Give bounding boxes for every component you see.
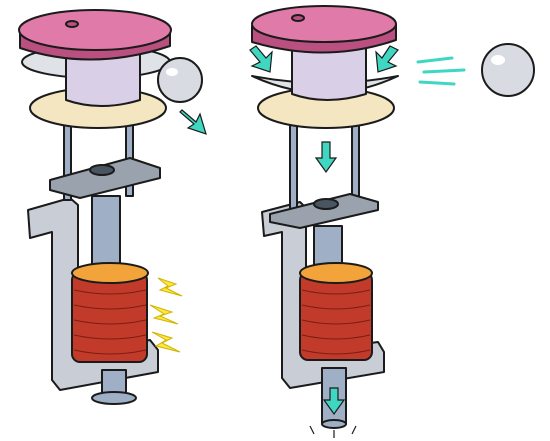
coil-right-top — [299, 262, 373, 284]
yoke-hole-left — [89, 164, 115, 176]
speed-lines-right — [416, 56, 466, 86]
cap-right-screw — [291, 14, 305, 22]
rod-right-a — [289, 117, 298, 211]
drum-left — [65, 47, 141, 107]
plunger-foot-right — [321, 419, 347, 429]
arrow-skirt-down-left — [249, 45, 273, 73]
arrow-ball-approach-left — [179, 109, 207, 135]
arrow-plunger-down — [322, 387, 346, 416]
plunger-upper-left — [91, 195, 121, 267]
bracket-frame-left — [27, 197, 159, 391]
rod-right-b — [351, 113, 360, 205]
arrow-skirt-down-right — [375, 45, 399, 73]
coil-left-windings — [73, 289, 147, 355]
plunger-foot-left — [91, 391, 137, 405]
drum-right — [291, 39, 367, 101]
cap-right-top — [251, 5, 397, 43]
impact-ticks-right — [309, 425, 357, 438]
ball-right — [481, 43, 535, 97]
coil-right — [299, 271, 373, 361]
ball-right-highlight — [491, 55, 505, 65]
motion-arrows-right — [249, 45, 399, 416]
yoke-plate-left — [49, 157, 161, 199]
yoke-plate-right — [269, 193, 379, 229]
electric-sparks-left — [149, 277, 183, 353]
right-panel — [251, 5, 535, 429]
coil-left-top — [71, 262, 149, 284]
coil-right-windings — [301, 289, 371, 355]
ball-left-highlight — [166, 68, 178, 76]
cap-left-screw — [65, 20, 79, 28]
arrow-rod-down — [314, 141, 338, 174]
ball-left — [157, 57, 203, 103]
coil-left — [71, 271, 148, 363]
left-panel — [18, 9, 203, 405]
cap-left-top — [18, 9, 172, 51]
yoke-hole-right — [313, 198, 339, 210]
